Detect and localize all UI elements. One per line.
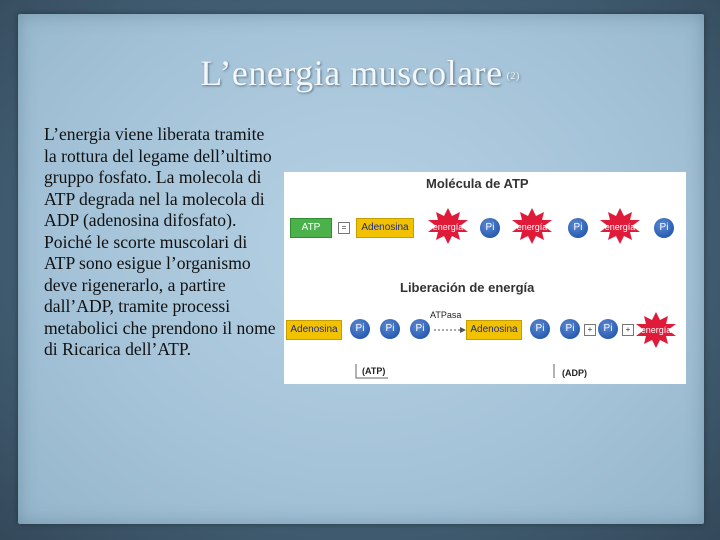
equals-box: = [338,222,350,234]
phosphate-1: Pi [480,218,500,238]
energy-label-3: energía [604,222,636,232]
body-text: L’energia viene liberata tramite la rott… [44,124,280,361]
energy-burst-1 [428,208,468,244]
phosphate-9: Pi [598,319,618,339]
phosphate-8: Pi [560,319,580,339]
bracket-atp [355,364,388,379]
title-mark: (2) [506,71,520,83]
energy-burst-4 [636,312,676,348]
paragraph-2: Poiché le scorte muscolari di ATP sono e… [44,231,276,360]
phosphate-7: Pi [530,319,550,339]
phosphate-3: Pi [654,218,674,238]
figure-title-molecule: Molécula de ATP [426,176,529,191]
phosphate-6: Pi [410,319,430,339]
phosphate-4: Pi [350,319,370,339]
phosphate-5: Pi [380,319,400,339]
energy-label-2: energía [516,222,548,232]
energy-label-1: energía [432,222,464,232]
figure-title-release: Liberación de energía [400,280,535,295]
slide-title: L’energia muscolare(2) [0,52,720,94]
atp-diagram: Molécula de ATP ATP = Adenosina energía … [284,172,686,384]
diagram-lines [355,208,676,379]
adenosina-box-2: Adenosina [286,320,342,340]
adenosina-box-3: Adenosina [466,320,522,340]
phosphate-2: Pi [568,218,588,238]
adenosina-box-1: Adenosina [356,218,414,238]
atpasa-arrowhead [460,327,466,333]
atp-bracket-label: (ATP) [362,366,386,376]
plus-box-2: + [622,324,634,336]
adp-bracket-label: (ADP) [562,368,587,378]
energy-burst-3 [600,208,640,244]
atp-box: ATP [290,218,332,238]
paragraph-1: L’energia viene liberata tramite la rott… [44,124,272,230]
energy-label-4: energía [640,325,672,335]
plus-box-1: + [584,324,596,336]
title-text: L’energia muscolare [200,53,503,93]
atpasa-label: ATPasa [430,310,462,320]
energy-burst-2 [512,208,552,244]
